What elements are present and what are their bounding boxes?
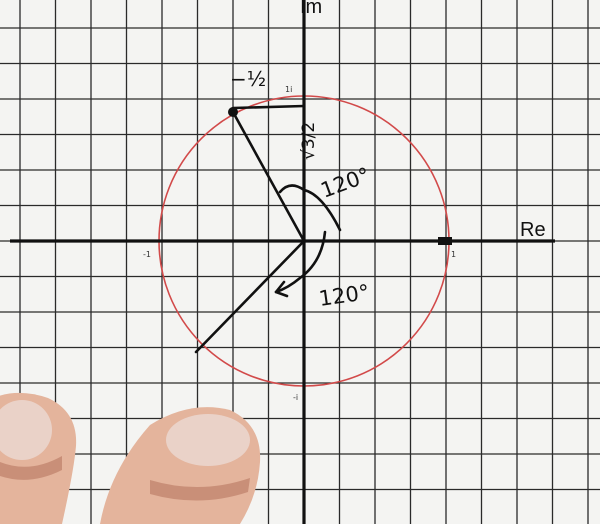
real-axis-label: Re [520,219,546,241]
real-part-annotation: −½ [230,67,266,91]
arrow-head-lower [274,280,289,298]
angle-label-upper: 120° [318,163,374,203]
tick-label-real-positive: 1 [451,250,456,259]
tick-label-imag-negative: -i [293,393,298,402]
angle-label-lower: 120° [317,280,370,311]
real-part-projection [231,104,306,110]
tick-label-imag-positive: 1i [285,85,292,94]
vector-240 [194,239,306,354]
tick-label-real-negative: -1 [143,250,151,259]
point-marker-one [438,237,452,245]
angle-arc-lower [274,230,327,294]
vector-120 [231,110,306,243]
imaginary-axis-label: Im [300,0,322,18]
angle-arc-upper [278,184,342,232]
left-finger [0,392,77,524]
imag-part-annotation: √3/2 [299,122,319,160]
right-finger [100,407,261,524]
